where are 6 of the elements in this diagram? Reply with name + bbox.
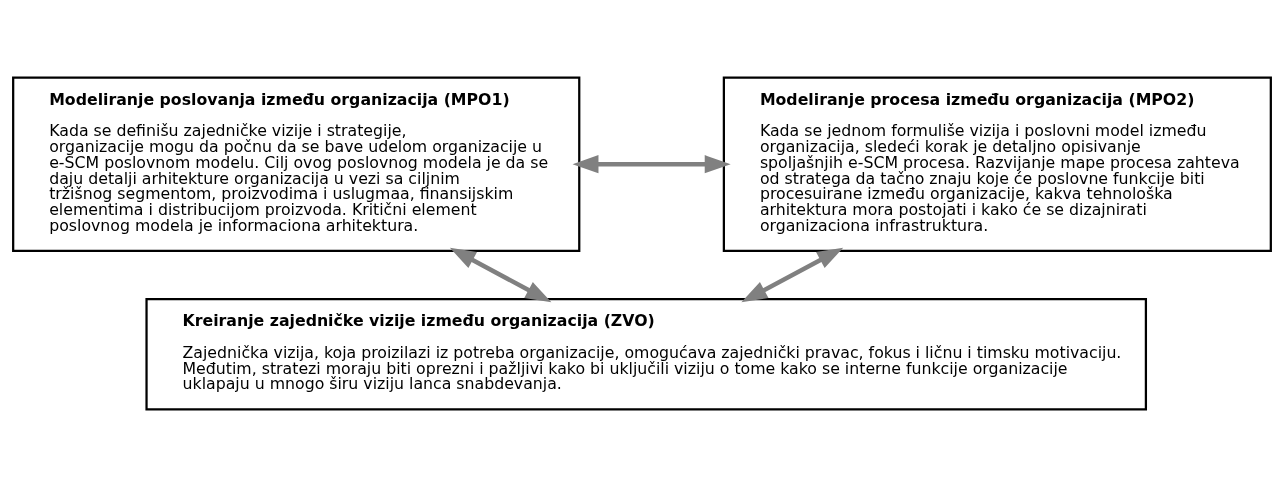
arrow [741, 247, 844, 303]
node-box: Modeliranje poslovanja između organizacija (MPO1) Kada se definišu zajedničke vizije i strategije, organizacije mogu da počnu da se bave udelom organizacije u e-SCM poslovnom modelu. Cilj ovog poslovnog modela je da se daju detalji arhitekture organizacija u vezi sa ciljnim tržišnog segmentom, proizvodima i uslugmaa, finansijskim elementima i distribucijom proizvoda. Kritični element poslovnog modela je informaciona arhitektura. [12, 76, 581, 252]
node-box: Kreiranje zajedničke vizije između organizacija (ZVO) Zajednička vizija, koja proizilazi iz potreba organizacije, omogućava zajednički pravac, fokus i ličnu i timsku motivaciju. Međutim, stratezi moraju biti oprezni i pažljivi kako bi uključili viziju o tome kako se interne funkcije organizacije uklapaju u mnogo širu viziju lanca snabdevanja. [145, 298, 1148, 411]
node-box: Modeliranje procesa između organizacija (MPO2) Kada se jednom formuliše vizija i poslovni model između organizacija, sledeći korak je detaljno opisivanje spoljašnjih e-SCM procesa. Razvijanje mape procesa zahteva od stratega da tačno znaju koje će poslovne funkcije biti procesuirane između organizacije, kakva tehnološka arhitektura mora postojati i kako će se dizajnirati organizaciona infrastruktura. [722, 76, 1272, 252]
arrow [449, 247, 552, 303]
arrow [572, 155, 731, 174]
